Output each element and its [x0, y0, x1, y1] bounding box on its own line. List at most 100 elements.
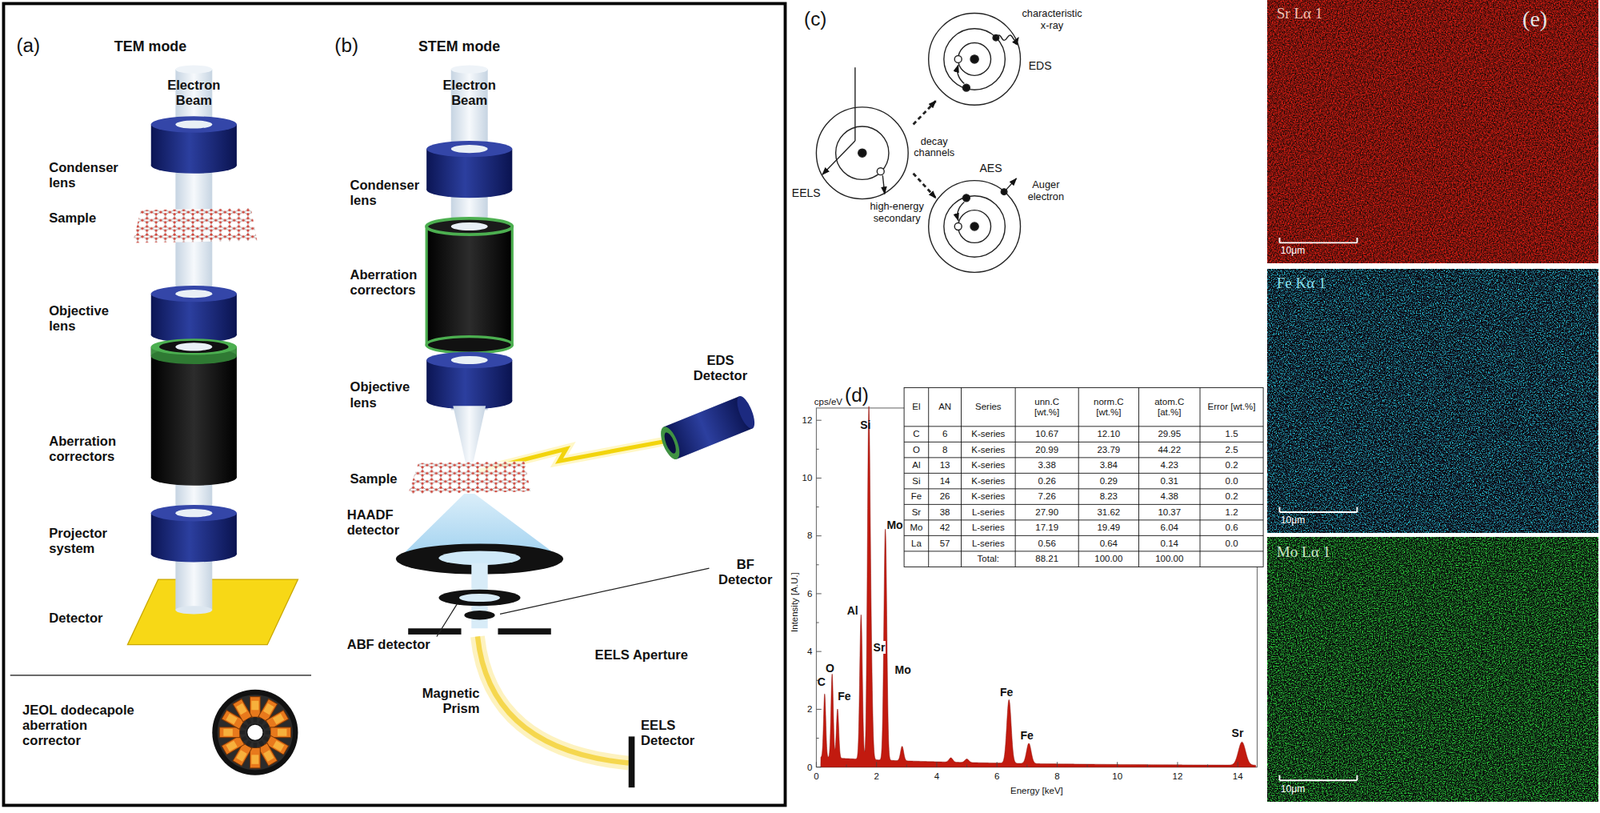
table-cell: K-series	[971, 428, 1005, 440]
table-cell: L-series	[972, 522, 1005, 533]
axis-tick: 6	[807, 588, 812, 600]
peak-label: Fe	[1000, 685, 1013, 699]
table-cell: 3.38	[1038, 460, 1056, 471]
table-cell: 0.31	[1160, 476, 1179, 487]
table-header: atom.C [at.%]	[1144, 396, 1194, 418]
aberration-corrector	[426, 336, 512, 353]
table-cell: 12.10	[1096, 428, 1120, 440]
table-cell: 10.37	[1157, 507, 1181, 518]
table-cell: L-series	[972, 538, 1005, 549]
part-label: Aberration correctors	[48, 433, 139, 464]
panel-frame	[3, 3, 785, 805]
part-label: Objective lens	[350, 379, 435, 410]
process-label: high-energy secondary	[867, 200, 927, 224]
eels-aperture	[408, 628, 552, 635]
dodecapole-icon	[265, 727, 292, 738]
projector-lens	[151, 504, 237, 562]
atom-diagram	[958, 210, 992, 244]
condenser-lens	[175, 120, 212, 128]
atom-diagram	[957, 65, 965, 84]
element-map-panel: Mo Lα 110μm	[1267, 537, 1598, 802]
axis-tick-mark	[816, 622, 819, 624]
axis-tick: 8	[807, 530, 812, 541]
panel-title: TEM mode	[114, 38, 187, 56]
axis-tick-mark	[1237, 761, 1239, 767]
table-cell: 4.23	[1160, 460, 1179, 471]
eels-aperture	[408, 628, 461, 635]
axis-tick: 6	[994, 771, 1000, 782]
objective-lens	[451, 356, 488, 364]
axis-tick-mark	[936, 761, 937, 767]
condenser-lens	[426, 140, 512, 157]
peak-label: Mo	[886, 518, 903, 532]
table-cell: 44.22	[1157, 444, 1181, 456]
part-label: Projector system	[48, 525, 133, 556]
table-cell: L-series	[972, 507, 1005, 518]
table-cell: 38	[940, 507, 951, 518]
part-label: BF Detector	[712, 556, 779, 588]
table-cell: K-series	[971, 460, 1005, 471]
map-title: Fe Kα 1	[1276, 274, 1327, 292]
table-cell: 31.62	[1096, 507, 1120, 518]
part-label: EDS Detector	[684, 352, 758, 384]
axis-tick-mark	[816, 420, 821, 421]
table-cell: O	[912, 444, 920, 456]
beam-spot	[175, 605, 212, 614]
panel-letter: (c)	[804, 8, 827, 31]
table-cell: K-series	[971, 444, 1005, 456]
scale-label: 10μm	[1280, 784, 1306, 796]
beam-label: Electron Beam	[428, 77, 511, 108]
dodecapole-icon	[247, 724, 264, 740]
dodecapole-icon	[250, 742, 261, 768]
atom-diagram	[1006, 178, 1017, 190]
aberration-corrector	[151, 346, 237, 477]
part-label: JEOL dodecapole aberration corrector	[22, 702, 145, 748]
table-cell: 0.26	[1038, 476, 1056, 487]
technique-label: EDS	[1028, 59, 1052, 72]
table-cell: 100.00	[1094, 553, 1123, 564]
condenser-lens	[426, 181, 512, 198]
table-cell: 4.38	[1160, 491, 1179, 502]
axis-tick-mark	[846, 764, 848, 767]
table-header: unn.C [wt.%]	[1022, 396, 1072, 418]
atom-diagram	[913, 173, 936, 199]
quantification-table	[904, 550, 1264, 552]
atom-diagram	[882, 175, 885, 194]
table-cell: 0.2	[1225, 460, 1239, 471]
axis-title: Energy [keV]	[1010, 785, 1064, 796]
axis-tick: 10	[1112, 771, 1123, 782]
scale-bar	[1279, 775, 1357, 780]
condenser-lens	[151, 116, 237, 173]
table-cell: 100.00	[1155, 553, 1184, 564]
table-cell: Si	[912, 476, 920, 487]
element-map-image	[1267, 269, 1598, 533]
axis-tick: 2	[873, 771, 879, 782]
quantification-table	[904, 456, 1264, 458]
aberration-corrector	[426, 218, 512, 235]
axis-tick: 12	[802, 415, 813, 426]
table-cell: 1.5	[1225, 428, 1239, 440]
objective-lens	[175, 289, 212, 298]
element-map-image	[1267, 0, 1598, 264]
scale-bar	[1279, 237, 1357, 780]
projector-lens	[151, 545, 237, 562]
bf-detector	[464, 610, 495, 620]
peak-label: O	[825, 661, 835, 675]
sample-lattice	[132, 208, 258, 243]
quantification-table	[904, 441, 1264, 443]
atom-diagram	[858, 148, 867, 157]
peak-label: Fe	[837, 689, 851, 703]
axis-tick-mark	[816, 708, 821, 710]
quantification-table	[904, 488, 1264, 489]
table-header: Series	[964, 401, 1013, 412]
dodecapole-icon	[219, 727, 245, 738]
axis-tick-mark	[966, 764, 968, 767]
aberration-corrector	[426, 226, 512, 345]
sample-lattice	[408, 460, 531, 494]
table-cell: 8	[942, 444, 948, 456]
peak-label: Mo	[895, 663, 912, 676]
eds-detector	[656, 424, 684, 462]
axis-tick-mark	[816, 737, 819, 739]
axis-tick-mark	[816, 651, 821, 652]
